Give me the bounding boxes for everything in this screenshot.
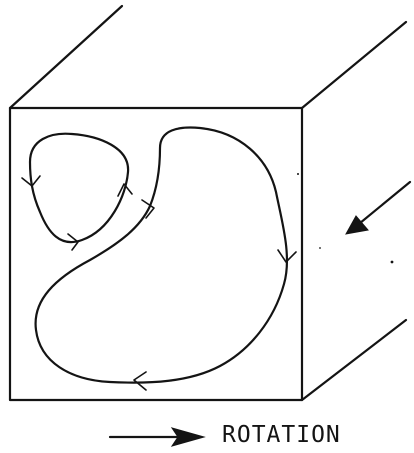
speck: [319, 247, 321, 249]
large-loop-arrow-bottom: [133, 371, 147, 391]
incoming-arrow-head: [345, 215, 369, 235]
small-circulation-loop: [28, 132, 130, 244]
speck: [297, 173, 299, 175]
right-arrow-icon: [108, 427, 206, 447]
box-bottom-right-edge: [300, 318, 408, 402]
large-circulation-loop: [34, 126, 289, 384]
legend-arrow-head: [170, 427, 206, 447]
small-loop-arrow-bottom: [67, 233, 79, 251]
speck: [390, 260, 394, 264]
large-loop-arrow-right: [277, 249, 297, 263]
large-loop-arrow-inner: [141, 199, 155, 219]
incoming-arrow-shaft: [352, 180, 412, 230]
small-loop-arrow-right: [117, 183, 133, 197]
box-outline: [8, 4, 408, 402]
box-top-left-edge: [8, 4, 124, 110]
box-top-right-edge: [300, 20, 408, 110]
down-left-arrow-icon: [345, 180, 412, 235]
small-loop-arrow-left: [21, 175, 41, 187]
rotation-label: ROTATION: [222, 422, 341, 448]
box-front-face: [8, 106, 304, 402]
